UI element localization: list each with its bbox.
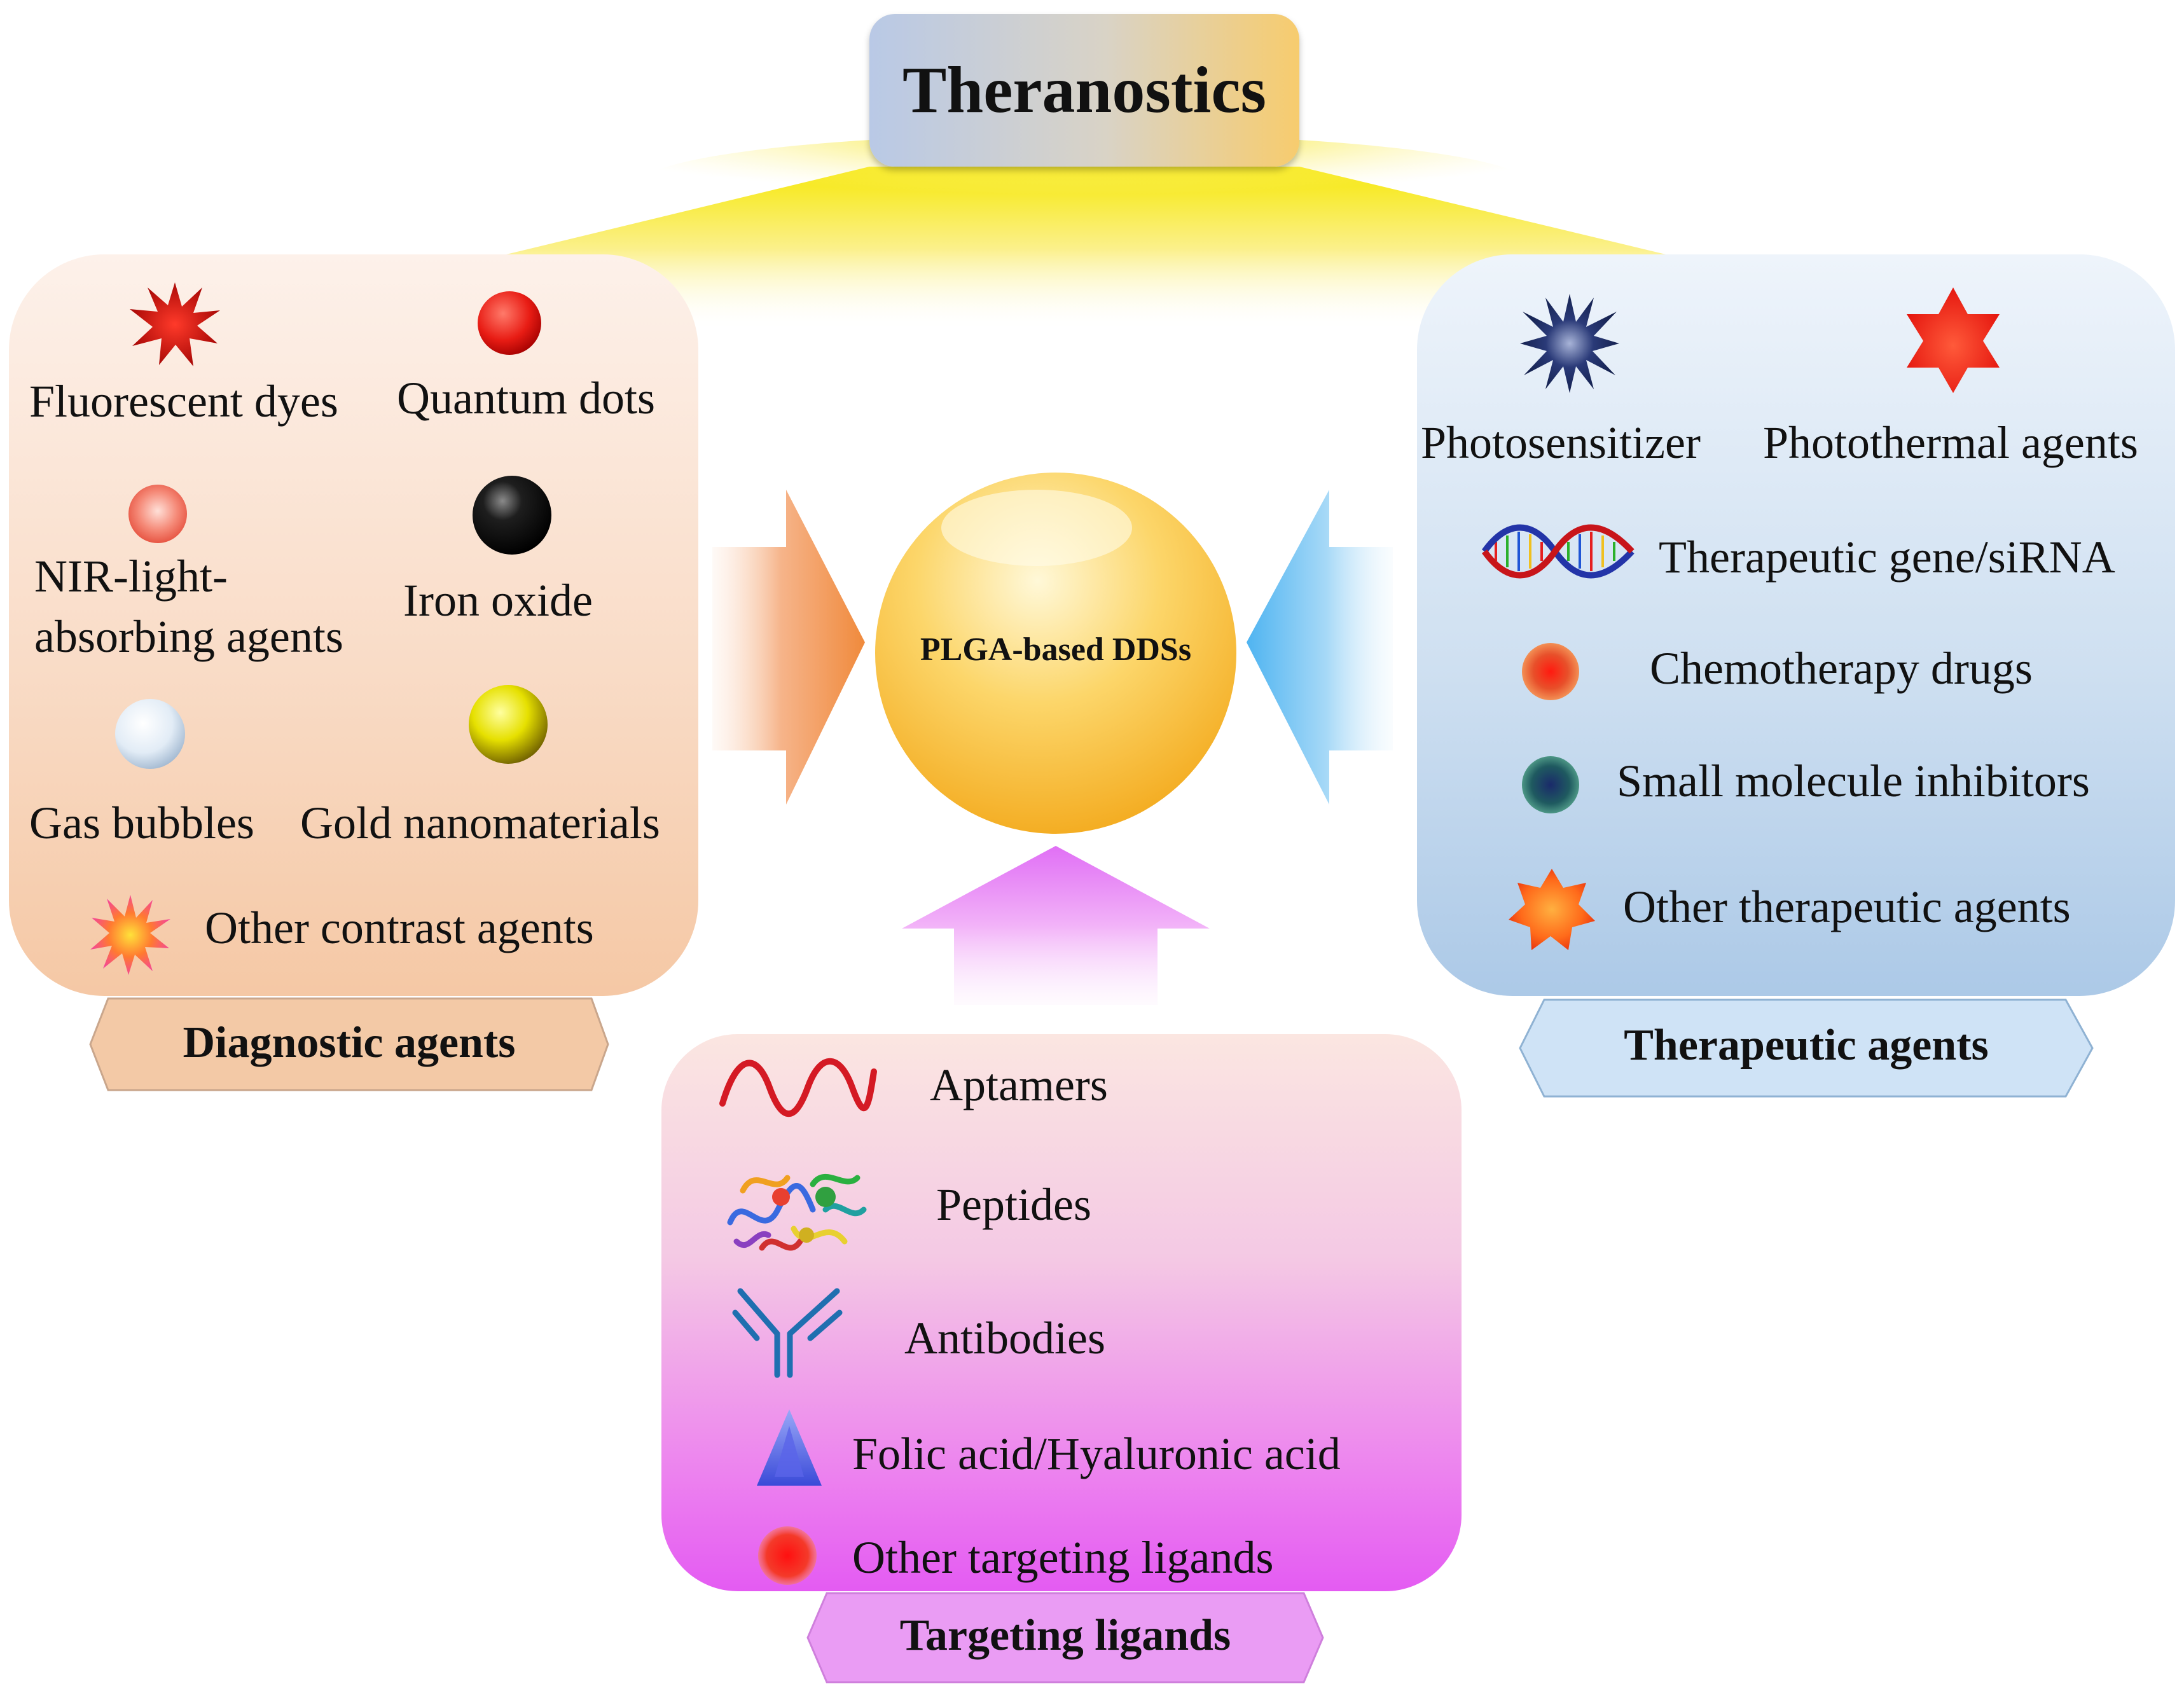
teal-dot-icon [1522,756,1579,813]
therapeutic-banner-label: Therapeutic agents [1624,1021,1989,1070]
diagnostic-banner-shape [89,997,609,1091]
protein-ribbon-icon [727,1173,867,1251]
ther-label-photosensitizer: Photosensitizer [1421,417,1701,468]
diag-label-fluorescent-dyes: Fluorescent dyes [29,376,338,427]
diag-label-other-contrast-agents: Other contrast agents [205,902,594,953]
dna-helix-icon [1481,524,1635,579]
diag-label-gas-bubbles: Gas bubbles [29,798,254,848]
sphere-highlight [941,490,1132,566]
diag-label-quantum-dots: Quantum dots [397,373,655,424]
diag-label-absorbing-agents: absorbing agents [34,611,343,662]
targ-label-antibodies: Antibodies [904,1313,1105,1364]
plga-sphere [875,473,1236,834]
therapeutic-banner-shape [1519,998,2094,1098]
antibody-y-icon [732,1288,843,1378]
red-starburst-icon [130,282,220,366]
targ-label-other-targeting-ligands: Other targeting ligands [852,1532,1274,1583]
white-sphere-icon [115,699,185,769]
orange-red-dot-icon [1522,643,1579,700]
orange-star-icon [1509,869,1595,950]
diagnostic-banner-label: Diagnostic agents [183,1018,516,1067]
wave-icon [719,1058,877,1117]
ther-label-small-molecule-inhibitors: Small molecule inhibitors [1617,756,2090,806]
blue-pyramid-icon [757,1409,822,1486]
targeting-banner-shape [806,1592,1324,1683]
title-box [869,14,1299,167]
diag-label-gold-nanomaterials: Gold nanomaterials [300,798,660,848]
ther-label-therapeutic-gene: Therapeutic gene/siRNA [1659,532,2115,583]
red-sphere-icon [478,291,541,355]
targ-label-aptamers: Aptamers [930,1060,1108,1110]
arrow-from-targeting [902,846,1210,1005]
pink-sphere-icon [128,485,187,543]
title-glow [639,134,1530,235]
pink-burst-icon [90,895,170,975]
diagnostic-panel [9,254,698,996]
ther-label-other-therapeutic-agents: Other therapeutic agents [1623,881,2071,932]
arrow-from-therapeutic [1247,490,1393,805]
targ-label-peptides: Peptides [936,1179,1091,1230]
diag-label-iron-oxide: Iron oxide [403,575,593,626]
ther-label-chemotherapy-drugs: Chemotherapy drugs [1650,643,2033,694]
navy-starburst-icon [1520,294,1619,393]
therapeutic-panel [1417,254,2175,996]
red-hexagram-icon [1907,287,2000,393]
red-dot-icon [758,1526,817,1585]
diag-label-nir-light: NIR-light- [34,551,228,602]
black-sphere-icon [473,476,551,555]
arrow-from-diagnostic [712,490,865,805]
ther-label-photothermal-agents: Photothermal agents [1763,417,2138,468]
center-label: PLGA-based DDSs [920,632,1192,668]
page-title: Theranostics [902,53,1266,127]
targ-label-folic-acid: Folic acid/Hyaluronic acid [852,1428,1341,1479]
targeting-panel [661,1034,1462,1591]
targeting-banner-label: Targeting ligands [899,1611,1231,1660]
yellow-sphere-icon [469,685,548,764]
